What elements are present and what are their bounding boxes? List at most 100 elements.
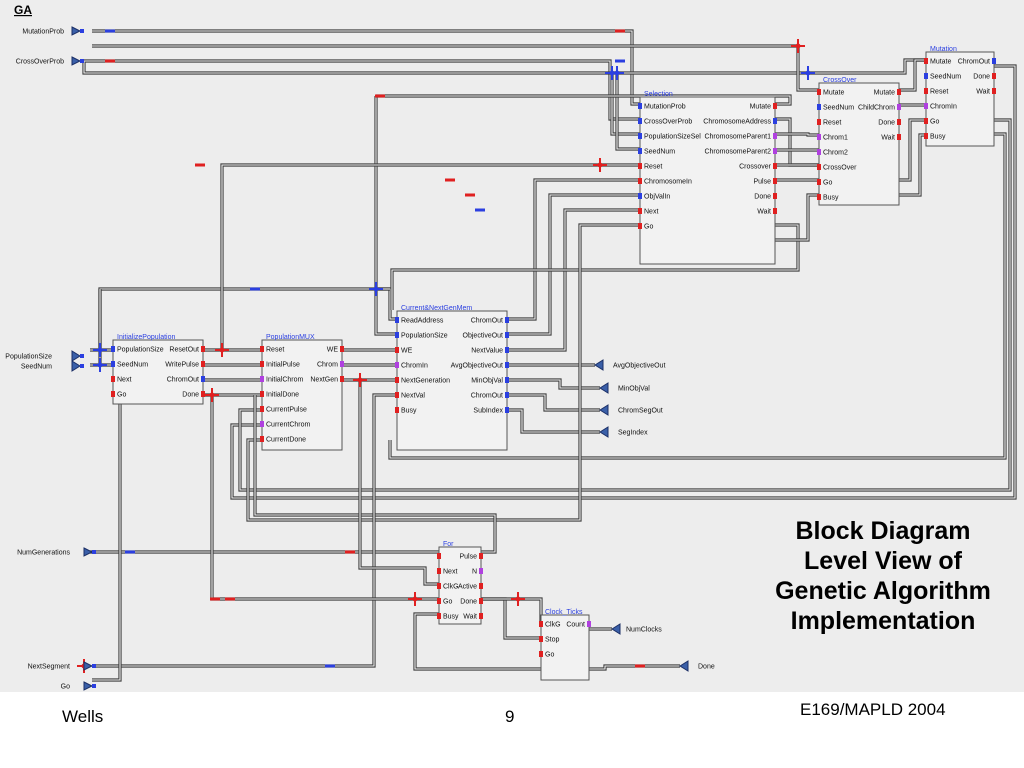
input-pin-label: PopulationSize [117,347,164,354]
input-port-crossoverprob[interactable]: CrossOverProb [16,56,84,66]
ports-layer: MutationProbCrossOverProbPopulationSizeS… [5,26,715,691]
input-pin-label: ClkG [545,622,561,629]
output-pin-label: NextValue [471,348,503,355]
port-pin [80,29,84,33]
input-pin-label: Busy [443,614,459,621]
port-arrow-icon [83,661,94,671]
input-pin-label: Next [443,569,457,576]
block-mutation[interactable]: MutationMutateSeedNumResetChromInGoBusyC… [924,46,996,147]
output-pin-label: ChromosomeAddress [703,119,771,126]
wires [77,29,1017,682]
output-pin [340,376,344,382]
input-pin [817,164,821,170]
port-arrow-icon [611,623,621,635]
block-title: For [443,541,454,548]
footer-author: Wells [62,707,104,726]
output-pin-label: ChromosomeParent1 [704,134,771,141]
port-pin [92,664,96,668]
output-pin-label: AvgObjectiveOut [451,363,503,370]
slide-title-line: Implementation [790,607,976,635]
input-pin [260,391,264,397]
block-crossover[interactable]: CrossOverMutateSeedNumResetChrom1Chrom2C… [817,77,901,206]
block-title: Current&NextGenMem [401,305,472,312]
output-pin [773,163,777,169]
input-port-mutationprob[interactable]: MutationProb [22,26,84,36]
input-pin [638,133,642,139]
input-pin-label: Mutate [930,59,952,66]
output-pin-label: Chrom [317,362,338,369]
block-title: Clock_Ticks [545,609,583,616]
block-title: InitializePopulation [117,334,175,341]
output-pin-label: Crossover [739,164,772,171]
input-pin [437,613,441,619]
output-port-label: MinObjVal [618,386,650,393]
block-body [818,82,900,206]
block-body [540,614,590,681]
port-arrow-icon [71,56,82,66]
output-pin-label: Mutate [750,104,772,111]
block-body [639,96,776,265]
blocks-layer: InitializePopulationPopulationSizeSeedNu… [111,46,996,681]
output-pin [773,148,777,154]
output-pin [479,598,483,604]
input-pin-label: InitialPulse [266,362,300,369]
port-arrow-icon [71,350,81,362]
block-population-mux[interactable]: PopulationMUXResetInitialPulseInitialChr… [260,334,344,451]
output-pin-label: N [472,569,477,576]
port-pin [92,550,96,554]
output-port-avgobjectiveout[interactable]: AvgObjectiveOut [594,359,665,371]
input-port-numgenerations[interactable]: NumGenerations [17,547,96,557]
block-current-next-gen-mem[interactable]: Current&NextGenMemReadAddressPopulationS… [395,305,509,451]
output-pin [773,193,777,199]
output-port-done[interactable]: Done [679,660,715,672]
input-pin-label: SeedNum [930,74,961,81]
output-pin-label: ChromosomeParent2 [704,149,771,156]
block-title: Mutation [930,46,957,53]
output-pin-label: Wait [976,89,990,96]
input-pin-label: SeedNum [117,362,148,369]
output-pin [479,553,483,559]
output-pin-label: Done [182,392,199,399]
input-port-nextsegment[interactable]: NextSegment [28,661,96,671]
output-pin-label: Wait [757,209,771,216]
input-pin-label: Next [117,377,131,384]
input-pin [638,193,642,199]
block-body [112,339,204,405]
output-pin [505,317,509,323]
input-pin [260,346,264,352]
block-initialize-population[interactable]: InitializePopulationPopulationSizeSeedNu… [111,334,205,405]
input-pin [437,598,441,604]
output-port-minobjval[interactable]: MinObjVal [599,382,650,394]
output-pin [479,583,483,589]
output-pin [505,347,509,353]
input-port-seednum[interactable]: SeedNum [21,360,84,372]
input-pin [817,179,821,185]
input-port-numclocks[interactable]: NumClocks [611,623,662,635]
input-pin [638,178,642,184]
block-selection[interactable]: SelectionMutationProbCrossOverProbPopula… [638,91,777,265]
output-pin [773,133,777,139]
input-pin-label: ClkG [443,584,459,591]
diagram-title: GA [14,3,32,17]
port-arrow-icon [594,359,604,371]
input-port-label: PopulationSize [5,354,52,361]
input-pin [260,421,264,427]
output-pin [201,361,205,367]
input-pin [395,332,399,338]
input-pin-label: Reset [644,164,662,171]
input-pin [111,391,115,397]
input-pin-label: Go [644,224,653,231]
input-port-go[interactable]: Go [61,681,96,691]
input-pin [539,636,543,642]
output-port-segindex[interactable]: SegIndex [599,426,648,438]
input-pin-label: Go [545,652,554,659]
input-pin-label: Reset [266,347,284,354]
input-port-populationsize[interactable]: PopulationSize [5,350,84,362]
input-pin-label: PopulationSizeSel [644,134,701,141]
input-pin [817,149,821,155]
output-pin-label: Wait [463,614,477,621]
output-port-chromsegout[interactable]: ChromSegOut [599,404,663,416]
